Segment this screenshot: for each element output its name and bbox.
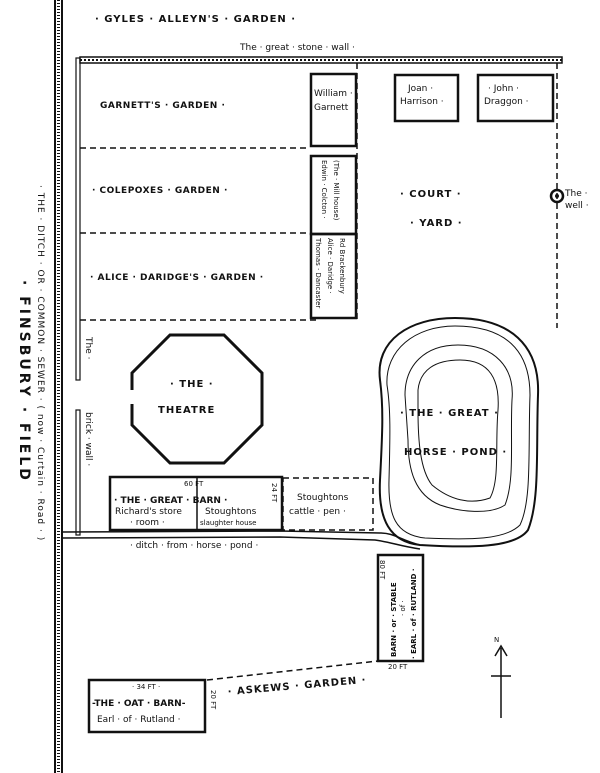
svg-text:Stoughtons: Stoughtons — [297, 493, 349, 503]
svg-text:BARN · or · STABLE: BARN · or · STABLE — [390, 582, 398, 657]
garnetts-garden-label: GARNETT'S · GARDEN · — [100, 101, 225, 111]
edwin-colcton-house: Edwin · Colcton · (The · Mill house) — [309, 154, 358, 236]
svg-text:· THE · GREAT · BARN ·: · THE · GREAT · BARN · — [114, 496, 227, 506]
svg-text:· room ·: · room · — [130, 518, 165, 528]
stoughtons-cattle-pen: Stoughtons cattle · pen · — [282, 477, 374, 531]
svg-text:(The · Mill house): (The · Mill house) — [332, 160, 340, 221]
svg-text:· 34 FT ·: · 34 FT · — [132, 683, 160, 691]
svg-text:20 FT: 20 FT — [209, 690, 217, 710]
svg-text:THEATRE: THEATRE — [158, 405, 215, 416]
svg-text:24 FT: 24 FT — [270, 483, 278, 503]
svg-text:· THE · GREAT ·: · THE · GREAT · — [400, 408, 499, 419]
svg-text:Draggon ·: Draggon · — [484, 97, 529, 107]
alice-daridges-garden-label: · ALICE · DARIDGE'S · GARDEN · — [90, 273, 264, 283]
great-stone-wall — [79, 56, 563, 64]
great-horse-pond: · THE · GREAT · HORSE · POND · — [378, 316, 540, 548]
yard-label: · YARD · — [410, 218, 463, 229]
svg-text:· John ·: · John · — [488, 84, 519, 94]
brick-wall-label-top: The · — [83, 336, 93, 359]
svg-text:-THE · OAT · BARN-: -THE · OAT · BARN- — [92, 699, 186, 709]
svg-text:· THE ·: · THE · — [170, 379, 214, 390]
svg-text:60 FT: 60 FT — [184, 480, 204, 488]
svg-text:· of ·: · of · — [399, 600, 407, 616]
the-theatre: · THE · THEATRE — [128, 333, 264, 465]
john-draggon-house: · John · Draggon · — [476, 73, 555, 123]
svg-text:· EARL · of · RUTLAND ·: · EARL · of · RUTLAND · — [410, 568, 418, 659]
svg-text:The ·: The · — [564, 189, 587, 199]
william-garnett-house: William · Garnett — [309, 72, 358, 148]
brick-wall — [75, 57, 81, 536]
svg-text:William ·: William · — [314, 89, 353, 99]
svg-text:N: N — [494, 636, 499, 644]
svg-text:Edwin · Colcton ·: Edwin · Colcton · — [320, 160, 328, 219]
court-label: · COURT · — [400, 189, 462, 200]
svg-text:80 FT: 80 FT — [378, 560, 386, 580]
svg-text:Stoughtons: Stoughtons — [205, 507, 257, 517]
askews-garden-label: · ASKEWS · GARDEN · — [227, 675, 367, 698]
svg-text:Garnett: Garnett — [314, 103, 349, 113]
joan-harrison-house: Joan · Harrison · — [393, 73, 460, 123]
svg-text:20 FT: 20 FT — [388, 663, 408, 671]
stone-wall-label: The · great · stone · wall · — [239, 43, 355, 53]
barn-or-stable: 80 FT BARN · or · STABLE · of · · EARL ·… — [376, 553, 425, 671]
thomas-dancaster-house: Thomas · Dancaster Alice · Daridge · Rd … — [309, 232, 358, 320]
well: The · well · — [549, 188, 589, 211]
finsbury-field-label: · FINSBURY · FIELD — [16, 280, 32, 483]
gyles-alleyns-garden-label: · GYLES · ALLEYN'S · GARDEN · — [95, 14, 296, 25]
ditch-label: · THE · DITCH · OR · COMMON · SEWER · ( … — [35, 185, 45, 541]
common-sewer-ditch — [54, 0, 63, 773]
great-barn: 60 FT 24 FT · THE · GREAT · BARN · Richa… — [108, 475, 284, 532]
svg-text:Joan ·: Joan · — [407, 84, 433, 94]
svg-text:HORSE · POND ·: HORSE · POND · — [404, 447, 507, 458]
ditch-from-horse-pond: · ditch · from · horse · pond · — [61, 530, 421, 551]
svg-text:slaughter house: slaughter house — [200, 519, 256, 527]
svg-text:Earl · of · Rutland ·: Earl · of · Rutland · — [97, 715, 180, 725]
svg-text:cattle · pen ·: cattle · pen · — [289, 507, 346, 517]
brick-wall-label-bottom: brick · wall · — [83, 412, 93, 466]
oat-barn: · 34 FT · -THE · OAT · BARN- Earl · of ·… — [87, 678, 217, 734]
svg-text:Thomas · Dancaster: Thomas · Dancaster — [314, 237, 322, 308]
well-icon — [549, 188, 565, 204]
svg-text:Richard's store: Richard's store — [115, 507, 182, 517]
colepoxes-garden-label: · COLEPOXES · GARDEN · — [92, 186, 228, 196]
svg-text:· ditch · from · horse · pond: · ditch · from · horse · pond · — [130, 541, 258, 551]
north-arrow-icon: N — [491, 636, 511, 718]
svg-text:well ·: well · — [565, 201, 589, 211]
svg-text:Rd Brackenbury: Rd Brackenbury — [338, 238, 346, 294]
askews-garden-boundary — [206, 660, 379, 681]
svg-text:Alice · Daridge ·: Alice · Daridge · — [326, 238, 334, 294]
svg-text:Harrison ·: Harrison · — [400, 97, 444, 107]
